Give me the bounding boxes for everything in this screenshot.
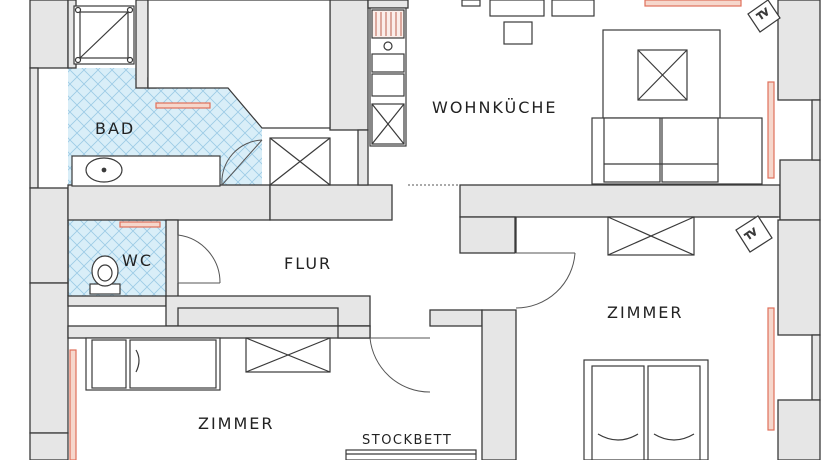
- wc-tile-floor: [68, 220, 166, 296]
- room-label-wc: WC: [122, 251, 153, 270]
- room-labels: BAD WC FLUR WOHNKÜCHE ZIMMER ZIMMER STOC…: [95, 98, 684, 448]
- wc-door-swing: [177, 234, 221, 284]
- room-label-zimmer-left: ZIMMER: [198, 414, 275, 433]
- tv-kitchen-icon: TV: [747, 0, 781, 33]
- bathtub: [147, 0, 331, 129]
- wc-fixtures: [89, 221, 161, 295]
- corridor-closet: [269, 137, 331, 186]
- furniture-label-stockbett: STOCKBETT: [362, 433, 452, 448]
- bath-fixtures: [71, 0, 331, 187]
- bath-door-leaf: [221, 139, 263, 186]
- tv-room-icon: TV: [735, 215, 773, 253]
- wall-details: [67, 216, 778, 296]
- kitchen-furniture: TV: [369, 0, 781, 185]
- toilet-bowl: [91, 255, 119, 287]
- room-label-flur: FLUR: [284, 254, 332, 273]
- kitchen-heater-right: [767, 81, 775, 179]
- room-left-heater: [69, 349, 77, 460]
- wc-heater: [119, 221, 161, 228]
- room-right-door-swing: [515, 252, 576, 309]
- room-label-bad: BAD: [95, 119, 135, 138]
- room-left-furniture: [69, 337, 477, 460]
- bath-door-swing: [221, 139, 263, 186]
- doors: [177, 139, 576, 393]
- room-label-zimmer-right: ZIMMER: [607, 303, 684, 322]
- kitchen-stool: [503, 21, 533, 45]
- room-left-door-swing: [369, 337, 431, 393]
- room-right-heater: [767, 307, 775, 431]
- bath-heater: [155, 102, 211, 109]
- kitchen-heater-top: [644, 0, 742, 7]
- bunk-bed: [345, 449, 477, 460]
- room-right-furniture: TV: [583, 215, 775, 460]
- walls: [29, 0, 821, 460]
- room-label-wohnkueche: WOHNKÜCHE: [432, 98, 558, 117]
